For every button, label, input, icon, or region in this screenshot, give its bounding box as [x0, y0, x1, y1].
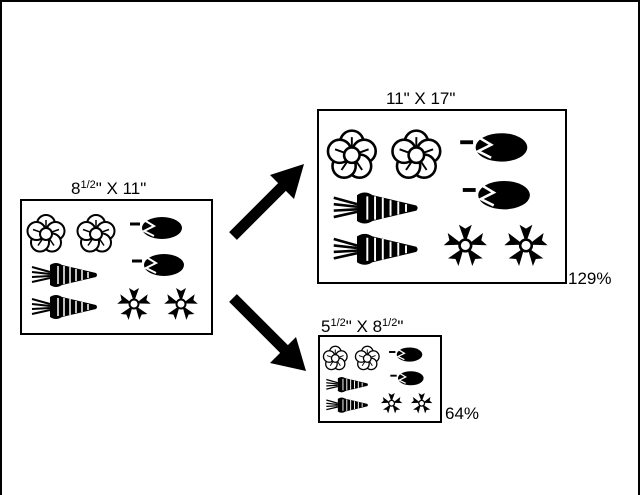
enlarge-arrow-icon: [229, 164, 304, 240]
reduce-arrow-icon: [229, 294, 306, 371]
reduced-sheet: [318, 335, 442, 423]
reduced-ratio-label: 64%: [445, 404, 479, 423]
reduced-size-label: 51/2" X 81/2": [321, 317, 403, 336]
source-sheet: [20, 199, 213, 335]
enlarged-size-label: 11" X 17": [386, 89, 455, 108]
enlarged-sheet: [317, 109, 567, 284]
source-size-label: 81/2" X 11": [71, 179, 146, 198]
enlarged-ratio-label: 129%: [568, 269, 611, 288]
